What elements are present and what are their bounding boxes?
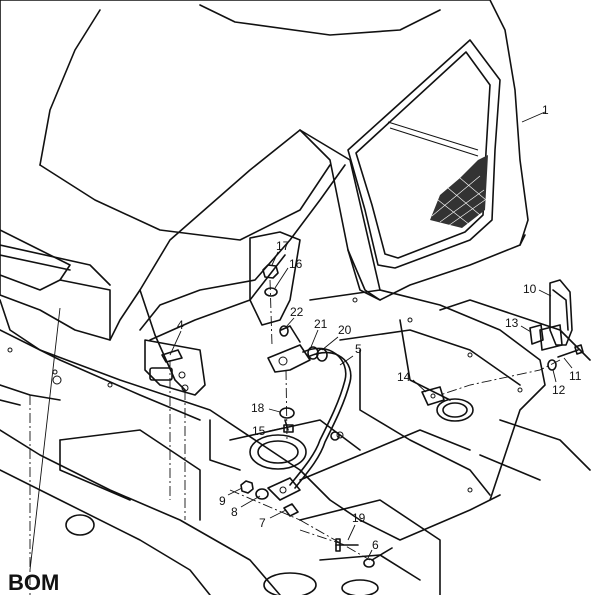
callout-13-label: 13: [505, 316, 519, 330]
callout-22: 22: [285, 305, 304, 328]
callout-6: 6: [367, 538, 379, 559]
callout-4: 4: [169, 318, 184, 356]
callout-13: 13: [505, 316, 532, 333]
callout-7: 7: [259, 509, 287, 530]
mounting-hardware: [240, 264, 584, 568]
cab-canopy: [0, 0, 529, 396]
callout-17-label: 17: [276, 239, 290, 253]
callout-11: 11: [563, 357, 582, 383]
callout-18: 18: [251, 401, 281, 415]
callout-5: 5: [339, 342, 362, 366]
callout-4-label: 4: [177, 318, 184, 332]
callout-9: 9: [219, 487, 243, 508]
callout-9-label: 9: [219, 494, 226, 508]
callout-15-label: 15: [252, 424, 266, 438]
callout-20: 20: [321, 323, 352, 351]
callout-10-label: 10: [523, 282, 537, 296]
callout-8-label: 8: [231, 505, 238, 519]
callout-16: 16: [274, 257, 303, 289]
callout-18-label: 18: [251, 401, 265, 415]
callout-12-label: 12: [552, 383, 566, 397]
callout-6-label: 6: [372, 538, 379, 552]
callout-1: 1: [521, 103, 549, 123]
callouts: 1 4 5 6 7 8 9 10: [29, 103, 582, 571]
callout-7-label: 7: [259, 516, 266, 530]
callout-19: 19: [347, 511, 366, 541]
callout-8: 8: [231, 495, 261, 519]
callout-21-label: 21: [314, 317, 328, 331]
callout-5-label: 5: [355, 342, 362, 356]
callout-16-label: 16: [289, 257, 303, 271]
callout-21: 21: [310, 317, 328, 348]
callout-12: 12: [552, 369, 566, 397]
brand-decal: BOM: [8, 570, 59, 595]
callout-1-label: 1: [542, 103, 549, 117]
chassis-frame: [0, 289, 591, 595]
callout-20-label: 20: [338, 323, 352, 337]
callout-17: 17: [271, 239, 290, 266]
callout-14: 14: [397, 370, 427, 393]
callout-10: 10: [523, 282, 552, 297]
callout-22-label: 22: [290, 305, 304, 319]
assembly-center-lines: [29, 279, 561, 595]
callout-14-label: 14: [397, 370, 411, 384]
callout-19-label: 19: [352, 511, 366, 525]
callout-11-label: 11: [569, 369, 582, 383]
callout-15: 15: [252, 424, 284, 438]
brand-text: BOM: [8, 570, 59, 595]
